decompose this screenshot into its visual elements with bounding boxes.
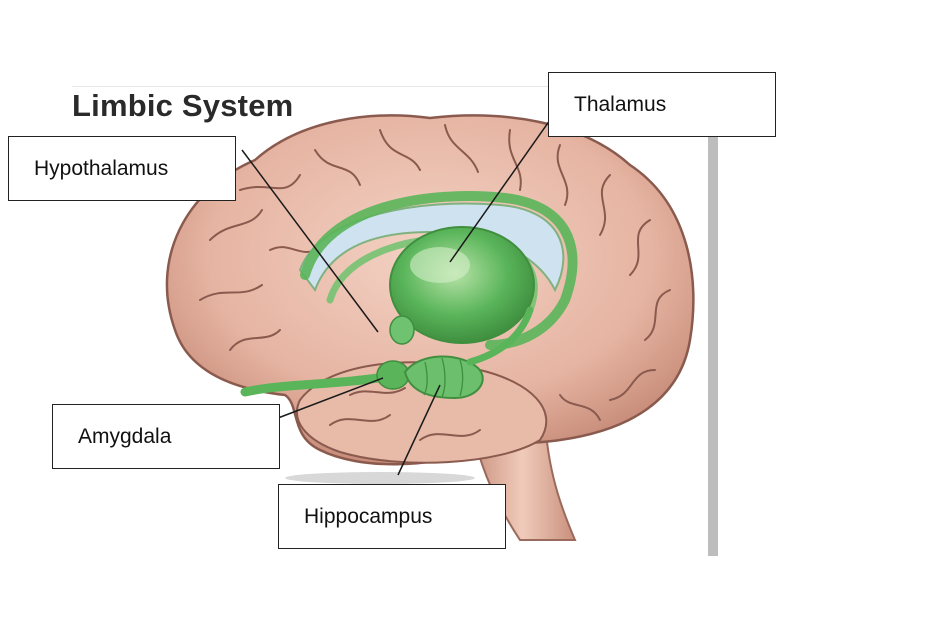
label-amygdala-text: Amygdala — [78, 424, 172, 448]
olfactory-tract — [240, 373, 383, 397]
leader-hippocampus — [397, 384, 441, 476]
label-thalamus-text: Thalamus — [574, 92, 667, 116]
label-amygdala: Amygdala — [52, 404, 280, 469]
hippocampus-ridges — [423, 357, 464, 398]
cingulate-arc — [300, 191, 578, 350]
figure-edge-shadow — [708, 136, 718, 556]
leader-thalamus — [449, 119, 551, 263]
label-hippocampus: Hippocampus — [278, 484, 506, 549]
label-hypothalamus: Hypothalamus — [8, 136, 236, 201]
leader-hypothalamus — [241, 149, 379, 333]
label-hippocampus-text: Hippocampus — [304, 504, 433, 528]
leader-amygdala — [277, 377, 384, 419]
fornix-limb — [466, 306, 534, 366]
hypothalamus-shape — [389, 315, 415, 345]
label-hypothalamus-text: Hypothalamus — [34, 156, 169, 180]
hippocampus-shape — [403, 355, 484, 400]
lateral-ventricle — [298, 202, 565, 293]
amygdala-shape — [376, 360, 410, 390]
thalamus-highlight — [410, 247, 470, 283]
diagram-title: Limbic System — [72, 88, 294, 123]
leader-lines — [241, 119, 551, 476]
label-thalamus: Thalamus — [548, 72, 776, 137]
stem-shadow — [285, 472, 475, 484]
